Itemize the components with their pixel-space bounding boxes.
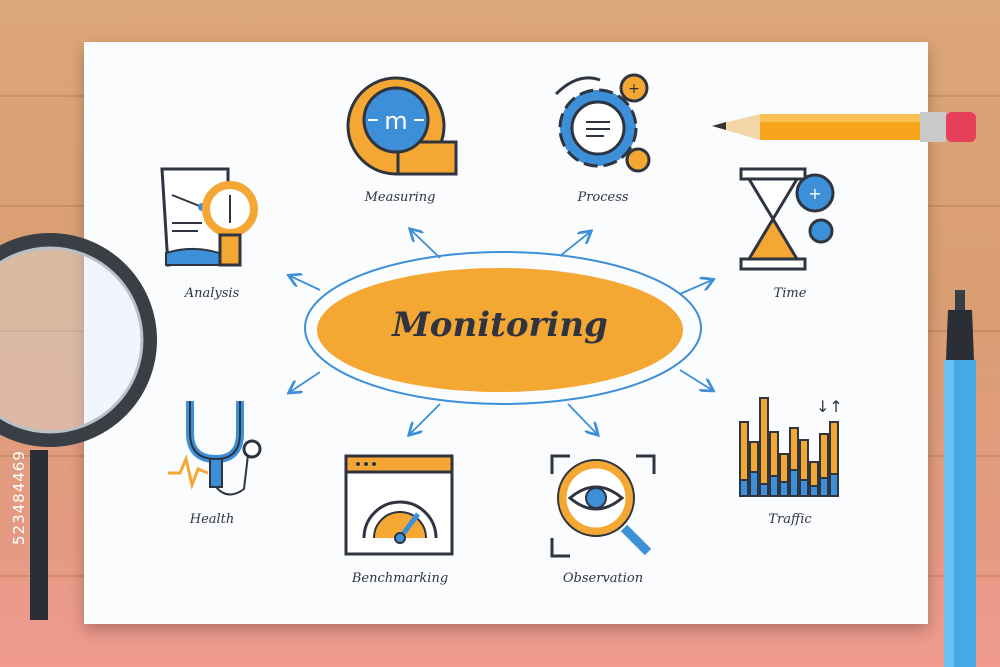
eye-magnifier-icon — [550, 454, 656, 558]
tape-measure-icon: m — [346, 76, 458, 176]
stock-id-watermark: 523484469 — [10, 450, 28, 545]
item-label-measuring: Measuring — [364, 190, 436, 205]
gears-icon: + — [554, 73, 651, 173]
svg-text:↓↑: ↓↑ — [816, 397, 843, 416]
item-label-observation: Observation — [562, 571, 644, 586]
gauge-window-icon — [344, 454, 454, 556]
item-label-analysis: Analysis — [184, 286, 240, 301]
magnifying-glass-icon — [0, 233, 157, 620]
document-magnifier-icon — [160, 167, 258, 267]
pen-icon — [944, 290, 976, 667]
hourglass-gear-icon: + — [739, 167, 835, 271]
svg-text:+: + — [628, 81, 640, 97]
traffic-bars-icon: ↓↑ — [739, 397, 843, 497]
diagram-title: Monitoring — [392, 305, 608, 345]
item-label-process: Process — [577, 190, 629, 205]
item-label-traffic: Traffic — [768, 512, 812, 527]
svg-text:+: + — [808, 184, 821, 203]
item-label-health: Health — [189, 512, 235, 527]
item-label-time: Time — [773, 286, 807, 301]
item-label-benchmarking: Benchmarking — [351, 571, 449, 586]
stethoscope-icon — [168, 401, 262, 496]
pencil-icon — [712, 112, 976, 142]
svg-text:m: m — [384, 107, 407, 135]
